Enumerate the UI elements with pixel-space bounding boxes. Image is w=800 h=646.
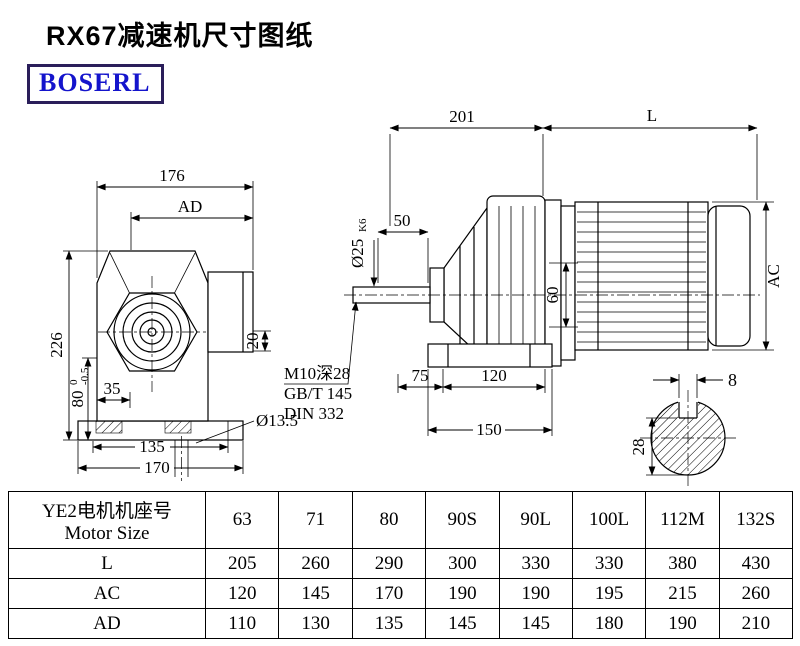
foot-pad-hatch-right xyxy=(164,420,192,434)
column-header-80: 80 xyxy=(351,491,427,549)
shaft-tol-text: K6 xyxy=(357,218,369,232)
dim-170: 170 xyxy=(144,458,170,477)
dim-L: L xyxy=(647,106,657,125)
dim-80-tol-lower: -0.5 xyxy=(79,367,91,385)
motor-size-header-cell: YE2电机机座号 Motor Size xyxy=(8,491,206,549)
motor-size-header-cn: YE2电机机座号 xyxy=(42,500,172,522)
motor-flange xyxy=(544,199,562,367)
table-row-AC: AC 120 145 170 190 190 195 215 260 xyxy=(8,578,794,609)
dim-201: 201 xyxy=(449,107,475,126)
table-cell: 135 xyxy=(351,608,427,639)
table-cell: 210 xyxy=(718,608,794,639)
output-flange xyxy=(207,271,254,353)
row-label-AD: AD xyxy=(8,608,206,639)
motor-fins xyxy=(577,211,706,343)
side-view xyxy=(344,195,760,368)
dim-key-width: 8 xyxy=(728,370,737,390)
dim-50: 50 xyxy=(394,211,411,230)
table-cell: 130 xyxy=(278,608,353,639)
page-title: RX67减速机尺寸图纸 xyxy=(46,21,314,51)
table-cell: 205 xyxy=(204,548,280,579)
table-cell: 190 xyxy=(498,578,573,609)
motor-body xyxy=(574,201,709,351)
dim-28: 28 xyxy=(629,439,648,456)
table-cell: 145 xyxy=(498,608,573,639)
column-header-112m: 112M xyxy=(645,491,720,549)
motor-dimension-table: YE2电机机座号 Motor Size 63 71 80 90S 90L 100… xyxy=(8,491,794,639)
shaft-section-view: 8 28 xyxy=(629,370,737,486)
fan-cowl xyxy=(707,205,751,347)
motor-flange-step xyxy=(560,205,576,361)
table-cell: 110 xyxy=(204,608,280,639)
dim-150: 150 xyxy=(476,420,502,439)
front-view-dimensions: 176 AD 226 80 0 -0.5 35 xyxy=(47,166,298,477)
boserl-logo-text: BOSERL xyxy=(39,68,151,97)
table-header-row: YE2电机机座号 Motor Size 63 71 80 90S 90L 100… xyxy=(8,491,794,549)
standard-din: DIN 332 xyxy=(284,404,344,423)
side-foot-base xyxy=(427,343,553,368)
dim-35: 35 xyxy=(104,379,121,398)
table-row-AD: AD 110 130 135 145 145 180 190 210 xyxy=(8,608,794,639)
table-cell: 120 xyxy=(204,578,280,609)
side-view-dimensions: 201 L 50 Ø25 K6 60 AC M10深28 xyxy=(284,106,783,439)
table-cell: 260 xyxy=(718,578,794,609)
dim-80-tol-upper: 0 xyxy=(68,379,80,385)
column-header-90l: 90L xyxy=(498,491,573,549)
foot-pad-hatch-left xyxy=(95,420,123,434)
dim-135: 135 xyxy=(139,437,165,456)
table-cell: 430 xyxy=(718,548,794,579)
table-cell: 145 xyxy=(278,578,353,609)
table-cell: 330 xyxy=(571,548,647,579)
dim-80-group: 80 0 -0.5 xyxy=(68,367,91,407)
table-cell: 180 xyxy=(571,608,647,639)
housing-cone xyxy=(443,206,488,364)
column-header-71: 71 xyxy=(278,491,353,549)
dim-ad: AD xyxy=(178,197,203,216)
shaft-dia-text: Ø25 xyxy=(348,239,367,268)
shaft-diameter-label: Ø25 K6 xyxy=(348,218,369,268)
column-header-132s: 132S xyxy=(718,491,794,549)
gear-housing xyxy=(486,195,546,363)
column-header-100l: 100L xyxy=(571,491,647,549)
boserl-logo: BOSERL xyxy=(27,64,164,104)
dim-20: 20 xyxy=(243,333,262,350)
dim-226: 226 xyxy=(47,332,66,358)
motor-size-header-en: Motor Size xyxy=(64,522,150,544)
row-label-L: L xyxy=(8,548,206,579)
table-cell: 145 xyxy=(425,608,500,639)
hole-diameter-label: Ø13.5 xyxy=(256,411,298,430)
table-cell: 170 xyxy=(351,578,427,609)
thread-note: M10深28 xyxy=(284,364,350,383)
table-cell: 380 xyxy=(645,548,720,579)
table-cell: 215 xyxy=(645,578,720,609)
dim-ac: AC xyxy=(764,264,783,288)
table-cell: 330 xyxy=(498,548,573,579)
table-cell: 260 xyxy=(278,548,353,579)
dim-176: 176 xyxy=(159,166,185,185)
standard-gb: GB/T 145 xyxy=(284,384,352,403)
table-cell: 290 xyxy=(351,548,427,579)
table-cell: 190 xyxy=(645,608,720,639)
dim-75: 75 xyxy=(412,366,429,385)
column-header-90s: 90S xyxy=(425,491,500,549)
table-cell: 190 xyxy=(425,578,500,609)
table-cell: 195 xyxy=(571,578,647,609)
table-row-L: L 205 260 290 300 330 330 380 430 xyxy=(8,548,794,579)
column-header-63: 63 xyxy=(204,491,280,549)
row-label-AC: AC xyxy=(8,578,206,609)
table-cell: 300 xyxy=(425,548,500,579)
dim-80: 80 xyxy=(68,391,87,408)
dim-120: 120 xyxy=(481,366,507,385)
front-view xyxy=(77,250,254,481)
dim-60: 60 xyxy=(543,287,562,304)
